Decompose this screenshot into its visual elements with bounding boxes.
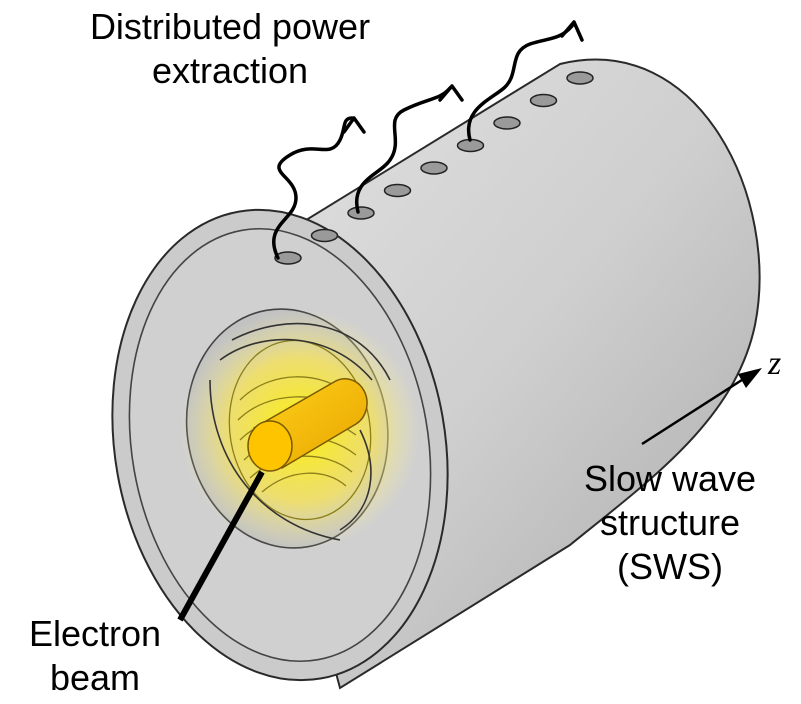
sws-label: Slow wave structure (SWS) bbox=[560, 457, 780, 589]
extraction-port bbox=[566, 71, 594, 85]
power-arrow-3 bbox=[466, 24, 574, 142]
power-arrow-3-head bbox=[560, 20, 584, 42]
power-arrows bbox=[271, 20, 584, 260]
extraction-ports bbox=[274, 71, 594, 265]
extraction-port bbox=[383, 183, 412, 198]
sws-line-3: (SWS) bbox=[617, 546, 723, 587]
electron-beam-line-1: Electron bbox=[28, 613, 162, 654]
power-extraction-line-1: Distributed power bbox=[89, 6, 371, 47]
z-axis-arrow bbox=[641, 368, 762, 446]
electron-beam-rod bbox=[247, 378, 368, 472]
extraction-port bbox=[274, 251, 302, 265]
extraction-port bbox=[529, 93, 558, 108]
power-arrow-1 bbox=[271, 116, 354, 260]
power-arrow-1-head bbox=[342, 116, 366, 134]
electron-beam-pointer bbox=[177, 470, 265, 622]
sws-line-1: Slow wave bbox=[583, 458, 757, 499]
electron-beam-label: Electron beam bbox=[10, 612, 180, 700]
electron-beam-line-2: beam bbox=[49, 657, 141, 698]
extraction-port bbox=[493, 116, 521, 130]
power-arrow-2 bbox=[354, 86, 452, 214]
helix-supports bbox=[209, 322, 391, 541]
power-extraction-label: Distributed power extraction bbox=[60, 5, 400, 93]
power-arrow-2-head bbox=[438, 84, 464, 102]
extraction-port bbox=[310, 228, 339, 243]
power-extraction-line-2: extraction bbox=[151, 50, 309, 91]
z-axis-label: z bbox=[768, 345, 782, 382]
sws-line-2: structure bbox=[599, 502, 741, 543]
extraction-port bbox=[420, 161, 448, 175]
extraction-port bbox=[347, 206, 375, 220]
